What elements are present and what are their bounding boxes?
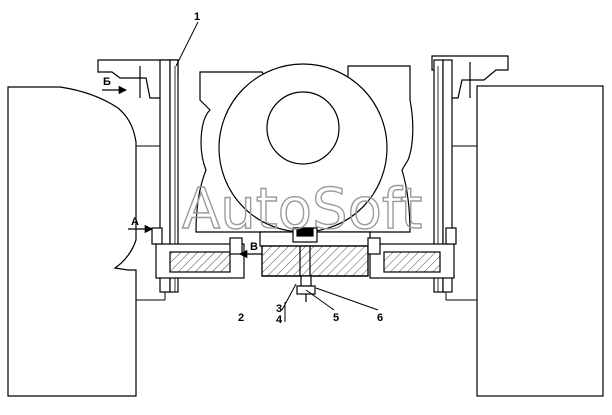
view-label-a: А bbox=[131, 216, 139, 228]
watermark: AutoSoft bbox=[182, 177, 423, 242]
axle-housing bbox=[195, 63, 414, 233]
right-bushing bbox=[367, 227, 457, 279]
left-wheel bbox=[7, 86, 137, 397]
leader-lines bbox=[175, 21, 379, 322]
center-beam bbox=[259, 227, 371, 277]
left-bushing bbox=[151, 227, 245, 279]
view-label-b: Б bbox=[103, 76, 111, 88]
callout-3: 3 bbox=[276, 303, 282, 315]
right-wheel bbox=[476, 85, 604, 397]
view-label-v: В bbox=[250, 241, 258, 253]
callout-6: 6 bbox=[377, 312, 383, 324]
callout-2: 2 bbox=[238, 312, 244, 324]
view-arrows bbox=[102, 85, 262, 259]
callout-5: 5 bbox=[333, 312, 339, 324]
callout-1: 1 bbox=[194, 11, 200, 23]
callout-4: 4 bbox=[276, 314, 283, 326]
right-post bbox=[433, 59, 453, 293]
bottom-bolt bbox=[296, 275, 316, 302]
